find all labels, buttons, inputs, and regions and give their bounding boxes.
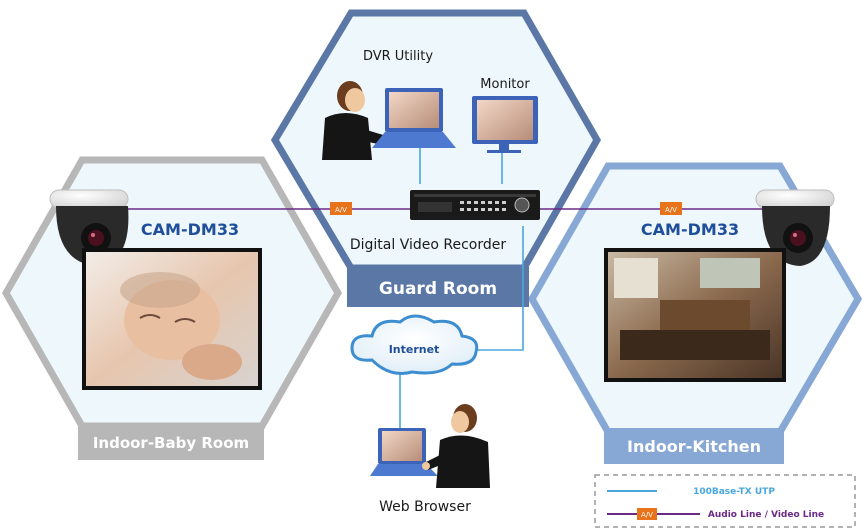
monitor-label: Monitor [480, 77, 530, 92]
legend: 100Base-TX UTP A/V Audio Line / Video Li… [594, 474, 856, 528]
legend-av-tag-bg [637, 508, 657, 520]
guard-room-label: Guard Room [379, 279, 497, 299]
baby-room-label: Indoor-Baby Room [93, 434, 249, 452]
monitor-icon [472, 96, 538, 153]
recorder-label: Digital Video Recorder [350, 237, 507, 253]
kitchen-label: Indoor-Kitchen [627, 437, 761, 456]
baby-room-label-bg [78, 424, 264, 460]
legend-av-tag: A/V [641, 511, 653, 519]
kitchen-video-feed [604, 248, 786, 382]
left-camera-label: CAM-DM33 [141, 220, 239, 239]
kitchen-label-bg [604, 428, 784, 464]
utp-line-internet [470, 226, 524, 351]
av-tag-left-bg [330, 202, 352, 215]
web-browser-label: Web Browser [379, 499, 471, 515]
legend-utp-label: 100Base-TX UTP [693, 487, 775, 497]
baby-room-video-feed [82, 248, 262, 390]
internet-label: Internet [389, 343, 440, 356]
dvr-recorder-icon [410, 190, 540, 220]
dvr-laptop-icon [372, 88, 456, 148]
av-tag-left: A/V [335, 206, 347, 214]
legend-av-label: Audio Line / Video Line [708, 510, 824, 520]
guard-room-label-bg [347, 267, 529, 307]
right-camera-label: CAM-DM33 [641, 220, 739, 239]
utp-line-browser [399, 372, 410, 431]
av-tag-right: A/V [665, 206, 677, 214]
web-browser-laptop-icon [370, 428, 438, 476]
web-user-person-icon [422, 404, 490, 488]
internet-cloud-icon [350, 314, 479, 375]
av-tag-right-bg [660, 202, 682, 215]
dvr-utility-label: DVR Utility [363, 49, 433, 64]
